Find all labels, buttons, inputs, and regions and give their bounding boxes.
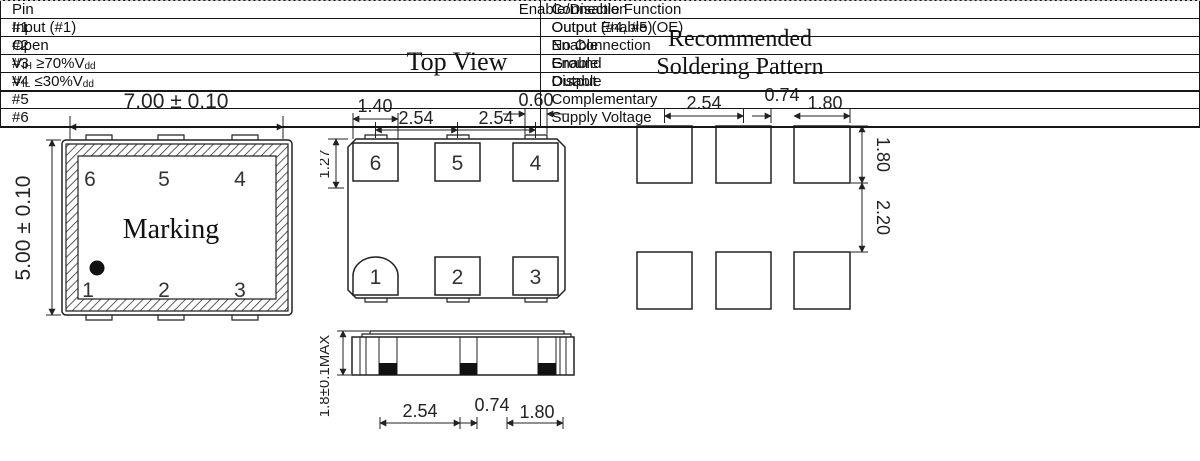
connection-cell: Complementary xyxy=(539,90,1200,109)
vdd-subscript: dd xyxy=(84,61,96,72)
sv-dim-pitch: 2.54 xyxy=(402,401,437,421)
package-body xyxy=(61,134,293,321)
package-height-dimension: 5.00 ± 0.10 xyxy=(12,176,35,281)
marking-label: Marking xyxy=(123,214,219,245)
top-view-body xyxy=(347,138,566,299)
enable-disable-table: Enable/Disable Function Input (#1) Outpu… xyxy=(0,0,1200,92)
v-symbol: V xyxy=(12,55,23,72)
pkg-pin-5-label: 5 xyxy=(158,168,170,191)
page-break-dashed-line xyxy=(0,0,1200,1)
condition-text: ≤30%V xyxy=(30,73,83,90)
tv-pin-4-label: 4 xyxy=(530,152,542,175)
pkg-pin-1-label: 1 xyxy=(82,279,94,302)
tv-pin-1-label: 1 xyxy=(370,266,382,289)
v-subscript: IH xyxy=(22,61,33,72)
table-row: #5 Complementary xyxy=(0,90,1200,109)
solder-pads xyxy=(636,125,851,310)
side-view-terminals xyxy=(378,337,557,375)
v-symbol: V xyxy=(12,73,23,90)
table-row: Input (#1) Output (#4, #5) xyxy=(0,18,1200,37)
tv-dim-row-offset: 1.27 xyxy=(320,149,333,178)
tv-pin-2-label: 2 xyxy=(452,266,464,289)
pin-cell: #5 xyxy=(0,90,541,109)
sv-dim-height: 1.8±0.1MAX xyxy=(320,335,333,417)
input-cell-vil: VIL ≤30%Vdd xyxy=(0,72,541,91)
tv-dim-row-offset-lines xyxy=(328,138,348,189)
sv-dim-height-lines xyxy=(337,330,369,376)
table-row: VIH ≥70%Vdd Enable xyxy=(0,54,1200,73)
tv-pin-3-label: 3 xyxy=(530,266,542,289)
sp-dim-row-gap: 2.20 xyxy=(873,200,893,235)
pin-cell: #6 xyxy=(0,108,541,127)
v-subscript: IL xyxy=(22,79,31,90)
sv-bottom-dim-lines xyxy=(379,417,564,429)
output-cell: Disable xyxy=(539,72,1200,91)
pkg-pin-3-label: 3 xyxy=(234,279,246,302)
input-cell-vih: VIH ≥70%Vdd xyxy=(0,54,541,73)
package-height-dim-lines xyxy=(46,139,61,316)
table-row: #6 Supply Voltage xyxy=(0,108,1200,127)
pkg-pin-6-label: 6 xyxy=(84,168,96,191)
sv-dim-pad: 1.80 xyxy=(519,402,554,422)
pkg-pin-4-label: 4 xyxy=(234,168,246,191)
input-header: Input (#1) xyxy=(0,18,541,37)
vdd-subscript: dd xyxy=(82,79,94,90)
sp-right-dim-lines xyxy=(851,125,868,253)
top-view-pads xyxy=(352,142,559,296)
tv-pin-6-label: 6 xyxy=(370,152,382,175)
table-row: Open Enable xyxy=(0,36,1200,55)
input-cell: Open xyxy=(0,36,541,55)
hatched-seal-ring xyxy=(65,143,289,312)
pkg-pin-2-label: 2 xyxy=(158,279,170,302)
enable-table-title: Enable/Disable Function xyxy=(0,0,1200,19)
sp-dim-pad-height: 1.80 xyxy=(873,137,893,172)
table-row: VIL ≤30%Vdd Disable xyxy=(0,72,1200,91)
tv-pin-5-label: 5 xyxy=(452,152,464,175)
pad-1-dome xyxy=(352,256,399,296)
sv-dim-gap: 0.74 xyxy=(474,395,509,415)
output-cell: Enable xyxy=(539,54,1200,73)
condition-text: ≥70%V xyxy=(32,55,85,72)
connection-cell: Supply Voltage xyxy=(539,108,1200,127)
pin1-indicator-dot xyxy=(89,260,105,276)
output-header: Output (#4, #5) xyxy=(539,18,1200,37)
output-cell: Enable xyxy=(539,36,1200,55)
package-outline-drawing: 7.00 ± 0.10 5.00 ± 0.10 6 5 4 1 xyxy=(12,90,293,321)
table-row: Enable/Disable Function xyxy=(0,0,1200,19)
